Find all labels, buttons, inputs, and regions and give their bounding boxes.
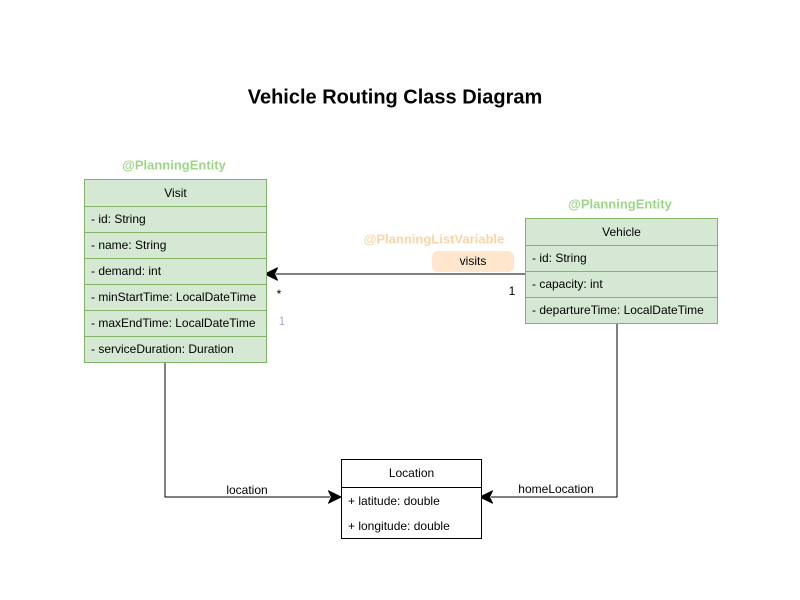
edge-home-location <box>479 322 618 504</box>
diagram-title: Vehicle Routing Class Diagram <box>247 86 543 109</box>
class-visit-attribute: - minStartTime: LocalDateTime <box>85 284 266 310</box>
class-location-attribute: + longitude: double <box>348 519 450 533</box>
visit-annotation: @PlanningEntity <box>122 157 226 173</box>
class-visit-attribute: - name: String <box>85 232 266 258</box>
class-visit-attribute: - demand: int <box>85 258 266 284</box>
class-vehicle[interactable]: Vehicle - id: String - capacity: int - d… <box>525 218 718 324</box>
class-visit-attribute: - maxEndTime: LocalDateTime <box>85 310 266 336</box>
location-edge-label: location <box>226 483 268 497</box>
edge-visits <box>264 267 525 281</box>
class-location[interactable]: Location + latitude: double + longitude:… <box>341 459 482 539</box>
class-location-attribute: + latitude: double <box>348 494 440 508</box>
class-visit-name: Visit <box>164 186 187 200</box>
class-visit-attribute: - serviceDuration: Duration <box>85 336 266 362</box>
class-vehicle-attribute: - departureTime: LocalDateTime <box>526 297 717 323</box>
visits-target-multiplicity: * <box>276 287 282 301</box>
class-vehicle-attribute: - id: String <box>526 245 717 271</box>
vehicle-annotation: @PlanningEntity <box>568 196 672 212</box>
visits-index-label: 1 <box>278 314 286 328</box>
class-location-name: Location <box>342 460 481 488</box>
class-vehicle-name: Vehicle <box>602 225 641 239</box>
class-visit[interactable]: Visit - id: String - name: String - dema… <box>84 179 267 363</box>
visits-annotation: @PlanningListVariable <box>363 231 505 247</box>
home-location-edge-label: homeLocation <box>518 482 594 496</box>
visits-source-multiplicity: 1 <box>508 284 516 298</box>
class-vehicle-attribute: - capacity: int <box>526 271 717 297</box>
visits-edge-label[interactable]: visits <box>432 251 514 272</box>
edge-location <box>164 360 342 504</box>
class-visit-attribute: - id: String <box>85 206 266 232</box>
